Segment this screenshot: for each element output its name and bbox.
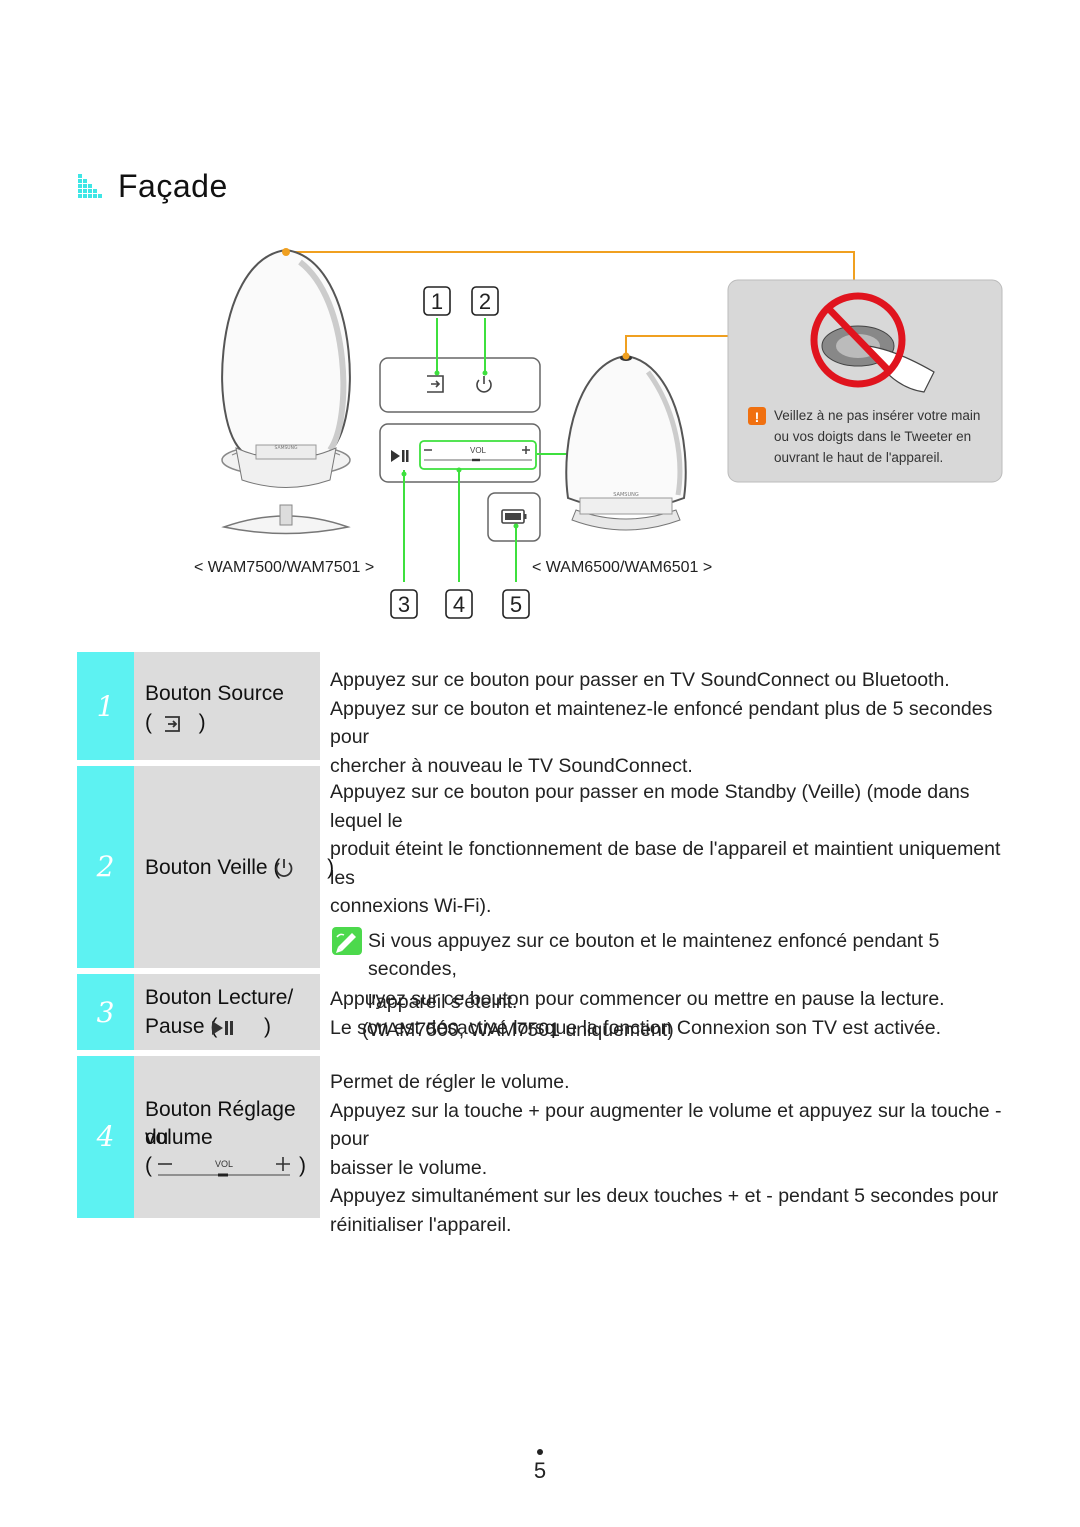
note-icon: [332, 926, 362, 955]
description-line: Appuyez sur ce bouton pour passer en mod…: [330, 781, 970, 832]
row-description: Appuyez sur ce bouton pour passer en mod…: [330, 778, 1010, 1045]
tweeter-leader-line-2: [625, 335, 730, 356]
warning-line: Veillez à ne pas insérer votre main: [774, 408, 981, 423]
row-description: Appuyez sur ce bouton pour commencer ou …: [330, 985, 1010, 1042]
warning-box: !: [727, 279, 1003, 483]
svg-text:SAMSUNG: SAMSUNG: [275, 445, 298, 451]
table-row: 2 Bouton Veille ( ) Appuyez sur ce bouto…: [77, 766, 1007, 1041]
row-number-cell: 4: [77, 1056, 134, 1218]
row-label-cell: Bouton Source ( ): [134, 652, 320, 760]
svg-text:SAMSUNG: SAMSUNG: [613, 492, 639, 498]
row-number: 4: [96, 1120, 115, 1153]
page-dot: [537, 1449, 543, 1455]
description-line: Appuyez sur ce bouton pour commencer ou …: [330, 988, 945, 1010]
svg-text:1: 1: [431, 289, 443, 314]
svg-text:VOL: VOL: [215, 1159, 233, 1169]
speaker-wam7500: SAMSUNG: [221, 248, 351, 535]
caution-icon: !: [748, 407, 766, 425]
row-label: ): [299, 1154, 306, 1177]
power-icon: [275, 859, 293, 877]
play-pause-icon: [212, 1021, 233, 1035]
warning-text: Veillez à ne pas insérer votre main ou v…: [774, 405, 994, 468]
row-number-cell: 2: [77, 766, 134, 968]
model-label-wam7500: < WAM7500/WAM7501 >: [194, 559, 375, 576]
row-number-cell: 1: [77, 652, 134, 760]
battery-panel: [487, 492, 541, 542]
row-label: volume: [145, 1126, 213, 1149]
note-line: Si vous appuyez sur ce bouton et le main…: [368, 929, 940, 981]
source-icon: [165, 716, 180, 732]
note-block: Si vous appuyez sur ce bouton et le main…: [330, 926, 1010, 1045]
warning-line: ouvrant le haut de l'appareil.: [774, 450, 944, 465]
row-label: Bouton Source: [145, 682, 284, 705]
row-number: 3: [96, 996, 115, 1029]
description-line: Appuyez sur ce bouton pour passer en TV …: [330, 669, 950, 691]
tweeter-leader-line: [286, 251, 855, 280]
row-number: 1: [96, 690, 115, 723]
warning-line: ou vos doigts dans le Tweeter en: [774, 429, 972, 444]
row-label: (: [145, 1154, 152, 1177]
callout-number-3: 3: [390, 589, 418, 619]
svg-text:2: 2: [479, 289, 491, 314]
svg-text:VOL: VOL: [470, 446, 487, 455]
row-number: 2: [96, 850, 115, 883]
callout-number-4: 4: [445, 589, 473, 619]
description-line: Appuyez simultanément sur les deux touch…: [330, 1185, 999, 1207]
section-bullet-icon: [78, 173, 102, 198]
description-line: Appuyez sur la touche + pour augmenter l…: [330, 1099, 1002, 1151]
source-icon: [427, 375, 444, 393]
callout-number-1: 1: [423, 286, 451, 316]
table-row: 1 Bouton Source ( ) Appuyez sur ce bouto…: [77, 652, 1007, 777]
button-panel-top: [379, 357, 541, 413]
svg-text:4: 4: [453, 592, 465, 617]
row-label: Bouton Réglage du: [145, 1098, 296, 1149]
speaker-wam6500: SAMSUNG: [565, 352, 687, 531]
callout-number-2: 2: [471, 286, 499, 316]
row-description: Appuyez sur ce bouton pour passer en TV …: [330, 666, 1010, 780]
section-header: Façade: [78, 168, 228, 205]
svg-text:!: !: [755, 409, 760, 425]
note-line: (WAM7500, WAM7501 uniquement): [362, 1019, 674, 1041]
row-label-cell: Bouton Réglage du volume ( ) VOL: [134, 1056, 320, 1218]
description-line: produit éteint le fonctionnement de base…: [330, 838, 1001, 889]
row-label: Bouton Lecture/: [145, 986, 294, 1009]
description-line: Appuyez sur ce bouton et maintenez-le en…: [330, 697, 993, 749]
svg-text:5: 5: [510, 592, 522, 617]
description-line: chercher à nouveau le TV SoundConnect.: [330, 754, 693, 777]
power-icon: [476, 376, 492, 393]
row-number-cell: 3: [77, 974, 134, 1050]
model-label-wam6500: < WAM6500/WAM6501 >: [532, 559, 713, 576]
play-pause-icon: [391, 450, 409, 462]
svg-text:3: 3: [398, 592, 410, 617]
volume-slider-icon: VOL: [158, 1157, 290, 1177]
row-label: Bouton Veille ( ): [145, 856, 335, 879]
page-title: Façade: [118, 168, 228, 204]
callout-number-5: 5: [502, 589, 530, 619]
row-label-cell: Bouton Lecture/ Pause ( ): [134, 974, 320, 1050]
description-line: connexions Wi-Fi).: [330, 895, 492, 917]
note-line: l'appareil s'éteint.: [368, 990, 518, 1013]
description-line: Le son est désactivé lorsque la fonction…: [330, 1016, 942, 1039]
table-row: 3 Bouton Lecture/ Pause ( ) Appuyez sur …: [77, 974, 1007, 1050]
description-line: Permet de régler le volume.: [330, 1071, 570, 1093]
product-diagram: SAMSUNG VOL: [221, 248, 1003, 619]
table-row: 4 Bouton Réglage du volume ( ) VOL Perme…: [77, 1056, 1007, 1236]
no-hand-icon: [810, 292, 935, 393]
row-label-cell: Bouton Veille ( ): [134, 766, 334, 968]
row-label: ( ): [145, 711, 206, 734]
row-description: Permet de régler le volume. Appuyez sur …: [330, 1068, 1010, 1239]
page-number: 5: [533, 1458, 547, 1483]
description-line: réinitialiser l'appareil.: [330, 1213, 512, 1236]
description-line: baisser le volume.: [330, 1156, 488, 1179]
